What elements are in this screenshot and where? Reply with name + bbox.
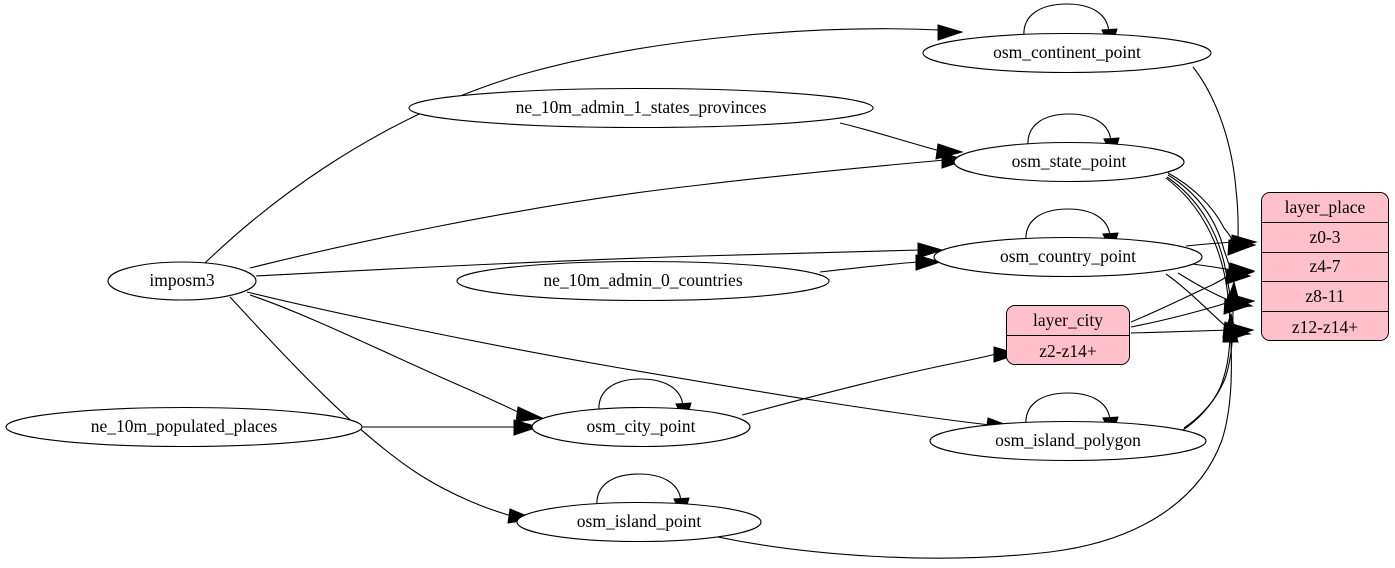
edge-osm_city_point-to-layer_city-z2-z14 [741, 346, 1020, 416]
edge-osm_island_point-to-layer_place-z12-z14 [717, 317, 1239, 559]
edge-imposm3-to-osm_continent_point [204, 24, 964, 264]
layer_city-title: layer_city [1007, 306, 1129, 336]
node-osm_country_point[interactable]: osm_country_point [933, 236, 1203, 278]
node-label-osm-island-polygon: osm_island_polygon [995, 430, 1141, 450]
node-ne_10m_admin_0_countries[interactable]: ne_10m_admin_0_countries [456, 260, 830, 302]
edge-ne_states-to-osm_state_point [839, 122, 964, 160]
node-label-osm-city-point: osm_city_point [587, 416, 696, 436]
node-osm_island_polygon[interactable]: osm_island_polygon [929, 420, 1207, 462]
node-imposm3[interactable]: imposm3 [107, 261, 257, 301]
node-layer: imposm3 ne_10m_admin_1_states_provinces … [5, 32, 1212, 543]
edge-osm_country_point-to-layer_place-z0-3 [1185, 234, 1258, 251]
node-label-osm-country-point: osm_country_point [1000, 246, 1136, 266]
edge-layer [204, 3, 1258, 559]
layer_place-title: layer_place [1262, 193, 1388, 223]
node-osm_island_point[interactable]: osm_island_point [516, 501, 762, 543]
layer_place-row-z4-7[interactable]: z4-7 [1262, 252, 1388, 283]
layer_place-row-z0-3[interactable]: z0-3 [1262, 222, 1388, 253]
edge-imposm3-to-osm_city_point [249, 294, 544, 423]
node-label-osm-continent-point: osm_continent_point [993, 42, 1141, 62]
edge-ne_populated-to-osm_city_point [362, 419, 540, 436]
node-osm_state_point[interactable]: osm_state_point [953, 141, 1185, 183]
node-osm_continent_point[interactable]: osm_continent_point [922, 32, 1212, 74]
node-layer_place[interactable]: layer_place z0-3 z4-7 z8-11 z12-z14+ [1261, 192, 1389, 341]
layer_place-row-z12-z14[interactable]: z12-z14+ [1262, 312, 1388, 340]
edge-imposm3-to-osm_country_point [255, 242, 944, 277]
edge-imposm3-to-osm_state_point [249, 152, 968, 269]
node-label-ne-countries: ne_10m_admin_0_countries [543, 270, 742, 290]
node-ne_10m_admin_1_states_provinces[interactable]: ne_10m_admin_1_states_provinces [408, 87, 874, 129]
edge-layer_city-to-layer_place-z4-7 [1130, 265, 1255, 323]
node-osm_city_point[interactable]: osm_city_point [531, 406, 751, 448]
node-ne_10m_populated_places[interactable]: ne_10m_populated_places [5, 406, 363, 448]
node-label-ne-populated: ne_10m_populated_places [91, 416, 278, 436]
layer_place-row-z8-11[interactable]: z8-11 [1262, 282, 1388, 313]
node-layer_city[interactable]: layer_city z2-z14+ [1006, 305, 1130, 365]
node-label-osm-state-point: osm_state_point [1012, 151, 1127, 171]
node-label-osm-island-point: osm_island_point [577, 511, 702, 531]
edge-ne_countries-to-osm_country_point [819, 254, 942, 273]
layer_city-row-z2-z14[interactable]: z2-z14+ [1007, 336, 1129, 364]
node-label-imposm3: imposm3 [149, 270, 214, 290]
node-label-ne-states: ne_10m_admin_1_states_provinces [516, 97, 767, 117]
edge-osm_continent_point-to-layer_place-z0-3 [1192, 66, 1257, 254]
